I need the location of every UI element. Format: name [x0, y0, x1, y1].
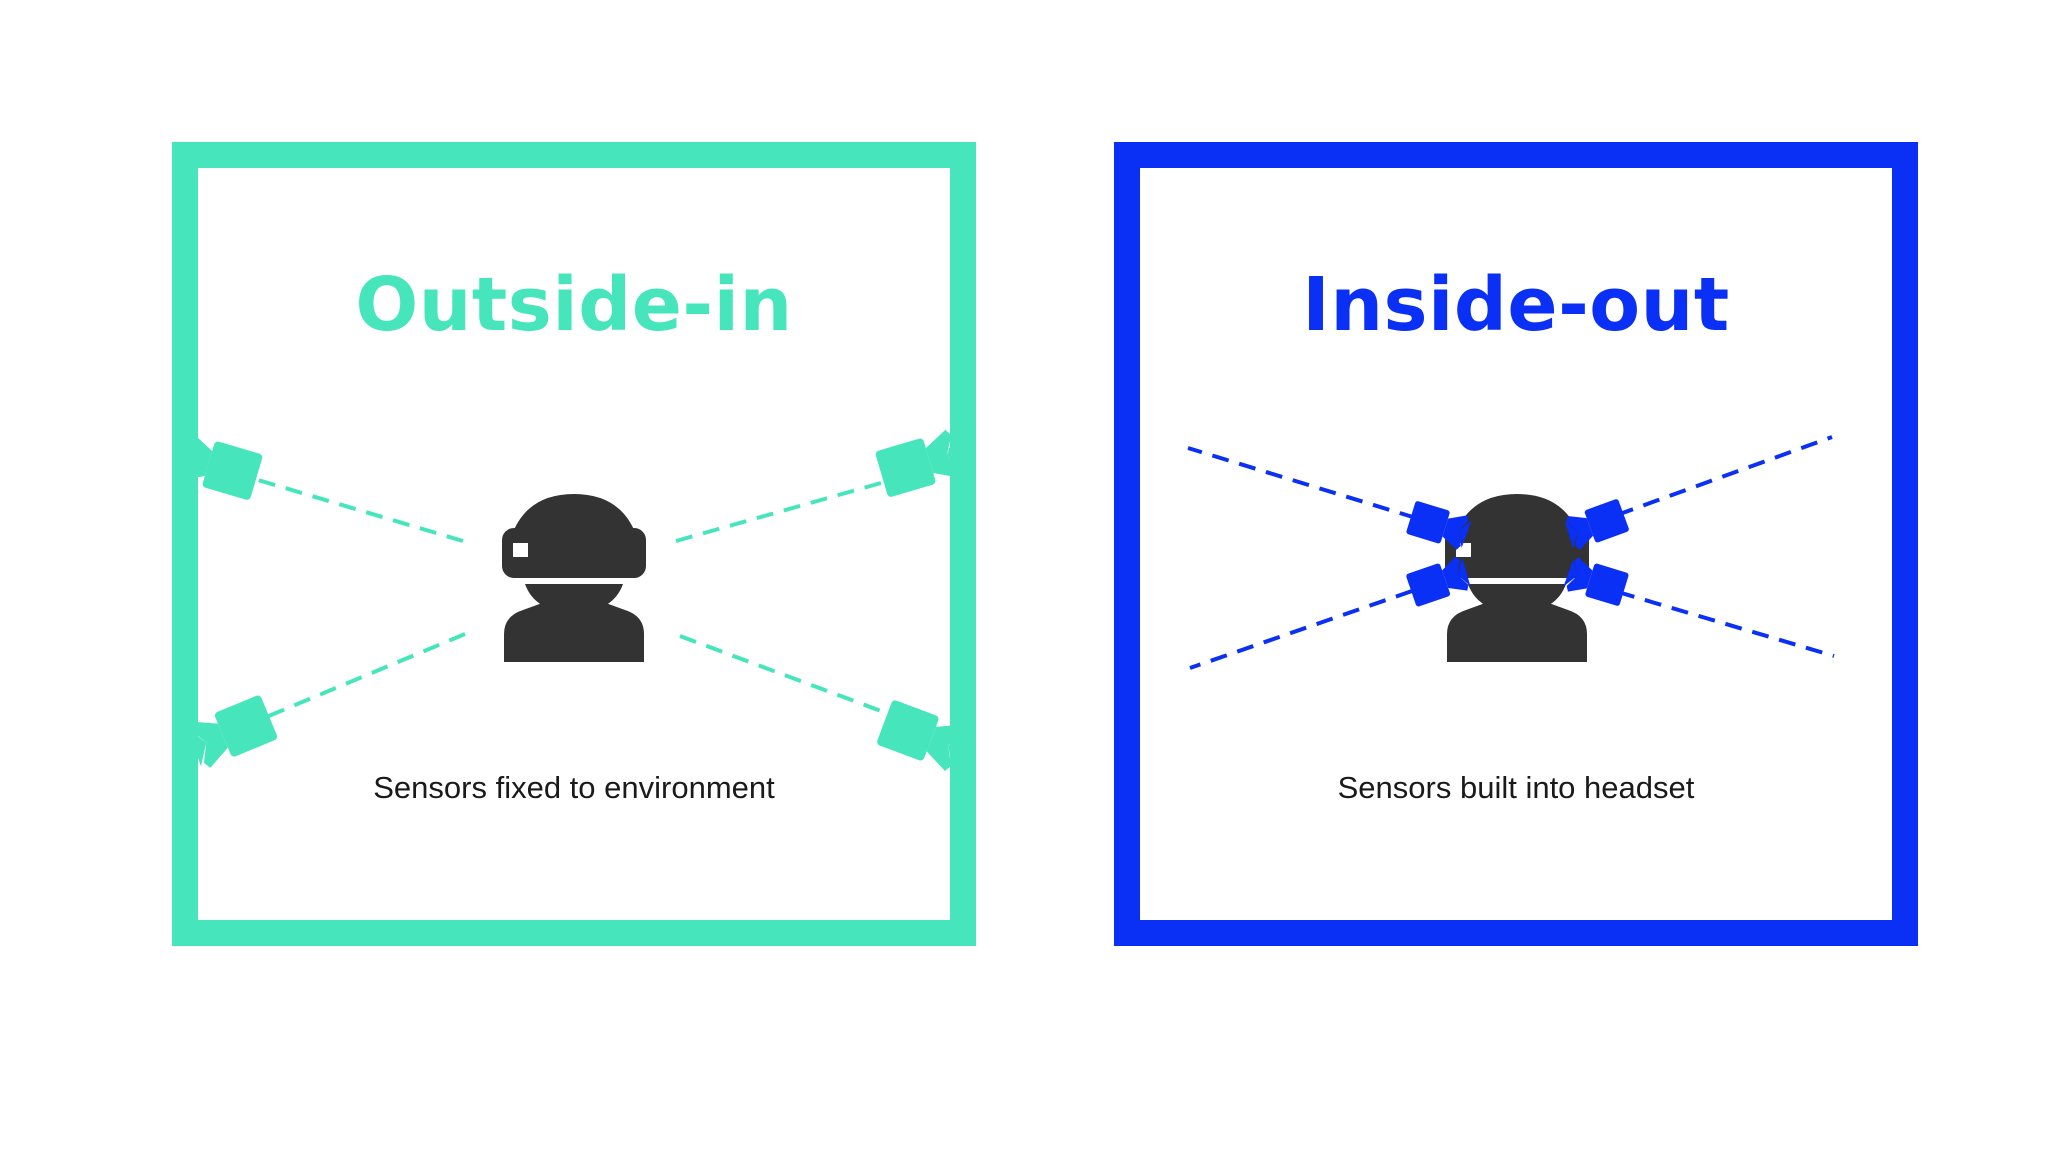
- outside-in-panel: Outside-in Sensors fixed to environment: [172, 142, 976, 946]
- inside-out-panel: Inside-out Sensors built into headset: [1114, 142, 1918, 946]
- outside-in-caption: Sensors fixed to environment: [373, 770, 775, 805]
- inside-out-title: Inside-out: [1302, 262, 1730, 348]
- inside-out-caption: Sensors built into headset: [1337, 770, 1695, 805]
- outside-in-title: Outside-in: [355, 262, 793, 348]
